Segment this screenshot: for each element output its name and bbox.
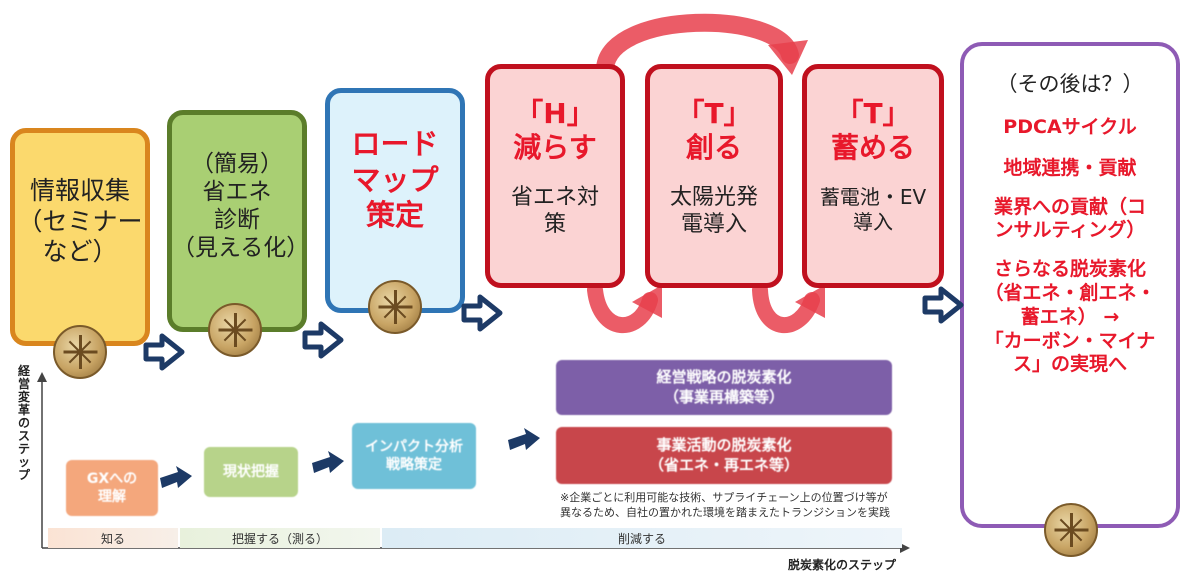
- red-hump-arrowhead-bottom-1: [632, 285, 662, 318]
- red-hump-arrow-bottom-2: [752, 282, 820, 334]
- chart-box-current: 現状把握: [204, 447, 298, 497]
- phase-know: 知る: [48, 528, 178, 548]
- red-hump-arrow-bottom-1: [587, 282, 658, 333]
- chart-note: ※企業ごとに利用可能な技術、サプライチェーン上の位置づけ等が 異なるため、自社の…: [560, 491, 890, 519]
- seal-icon-3: [368, 280, 422, 334]
- y-axis-label: 経 営 変 革 の ス テ ッ プ: [17, 364, 30, 482]
- arrow-right-icon-2: [302, 321, 344, 359]
- after-item-1: PDCAサイクル: [1003, 115, 1137, 138]
- phase-reduce: 削減する: [382, 528, 902, 548]
- after-item-3: 業界への貢献（コ ンサルティング）: [993, 195, 1146, 242]
- chart-box-gx: GXへの 理解: [66, 460, 158, 516]
- step-5-body: 太陽光発 電導入: [669, 185, 758, 238]
- step-3-box: ロード マップ 策定: [325, 88, 465, 313]
- phase-know-label: 知る: [100, 531, 125, 546]
- step-4-box: 「H」 減らす 省エネ対 策: [485, 64, 625, 288]
- phase-grasp: 把握する（測る）: [180, 528, 380, 548]
- seal-icon-1: [53, 325, 107, 379]
- after-item-2: 地域連携・貢献: [1003, 156, 1137, 179]
- chart-arrow-icon-3: [508, 428, 540, 450]
- step-1-box: 情報収集 （セミナー など）: [10, 128, 150, 346]
- red-hump-arrow-top: [596, 13, 799, 77]
- step-6-title: 「T」 蓄める: [830, 97, 915, 165]
- after-box: （その後は？） PDCAサイクル 地域連携・貢献 業界への貢献（コ ンサルティン…: [960, 42, 1180, 528]
- seal-icon-2: [208, 303, 262, 357]
- arrow-right-icon-1: [143, 333, 185, 371]
- step-4-title: 「H」 減らす: [513, 97, 597, 165]
- arrow-right-icon-4: [922, 286, 964, 324]
- step-2-text: （簡易） 省エネ 診断 （見える化）: [172, 150, 310, 262]
- chart-box-impact: インパクト分析 戦略策定: [352, 423, 476, 489]
- arrow-right-icon-3: [461, 294, 503, 332]
- x-axis-label: 脱炭素化のステップ: [788, 558, 897, 572]
- chart-arrow-icon-2: [312, 451, 344, 473]
- chart-arrow-icon-1: [160, 466, 192, 488]
- phase-grasp-label: 把握する（測る）: [231, 531, 328, 546]
- step-2-box: （簡易） 省エネ 診断 （見える化）: [167, 110, 310, 332]
- step-6-box: 「T」 蓄める 蓄電池・EV 導入: [802, 64, 944, 288]
- seal-icon-4: [1044, 503, 1098, 557]
- step-5-box: 「T」 創る 太陽光発 電導入: [645, 64, 783, 288]
- after-title: （その後は？）: [996, 72, 1144, 96]
- chart-box-activity: 事業活動の脱炭素化 （省エネ・再エネ等）: [556, 427, 892, 484]
- red-hump-arrowhead-bottom-2: [795, 285, 825, 318]
- step-5-title: 「T」 創る: [676, 97, 752, 165]
- x-axis-arrowhead: [900, 543, 910, 553]
- phase-reduce-label: 削減する: [617, 531, 666, 546]
- step-6-body: 蓄電池・EV 導入: [819, 185, 927, 234]
- step-3-text: ロード マップ 策定: [351, 127, 439, 233]
- after-item-4: さらなる脱炭素化 （省エネ・創エネ・ 蓄エネ） → 「カーボン・マイナ ス」の実…: [984, 258, 1156, 376]
- y-axis-arrowhead: [37, 372, 47, 382]
- step-4-body: 省エネ対 策: [510, 185, 599, 238]
- step-1-text: 情報収集 （セミナー など）: [17, 176, 143, 267]
- red-hump-arrowhead-top: [768, 40, 808, 75]
- chart-box-strategy: 経営戦略の脱炭素化 （事業再構築等）: [556, 360, 892, 415]
